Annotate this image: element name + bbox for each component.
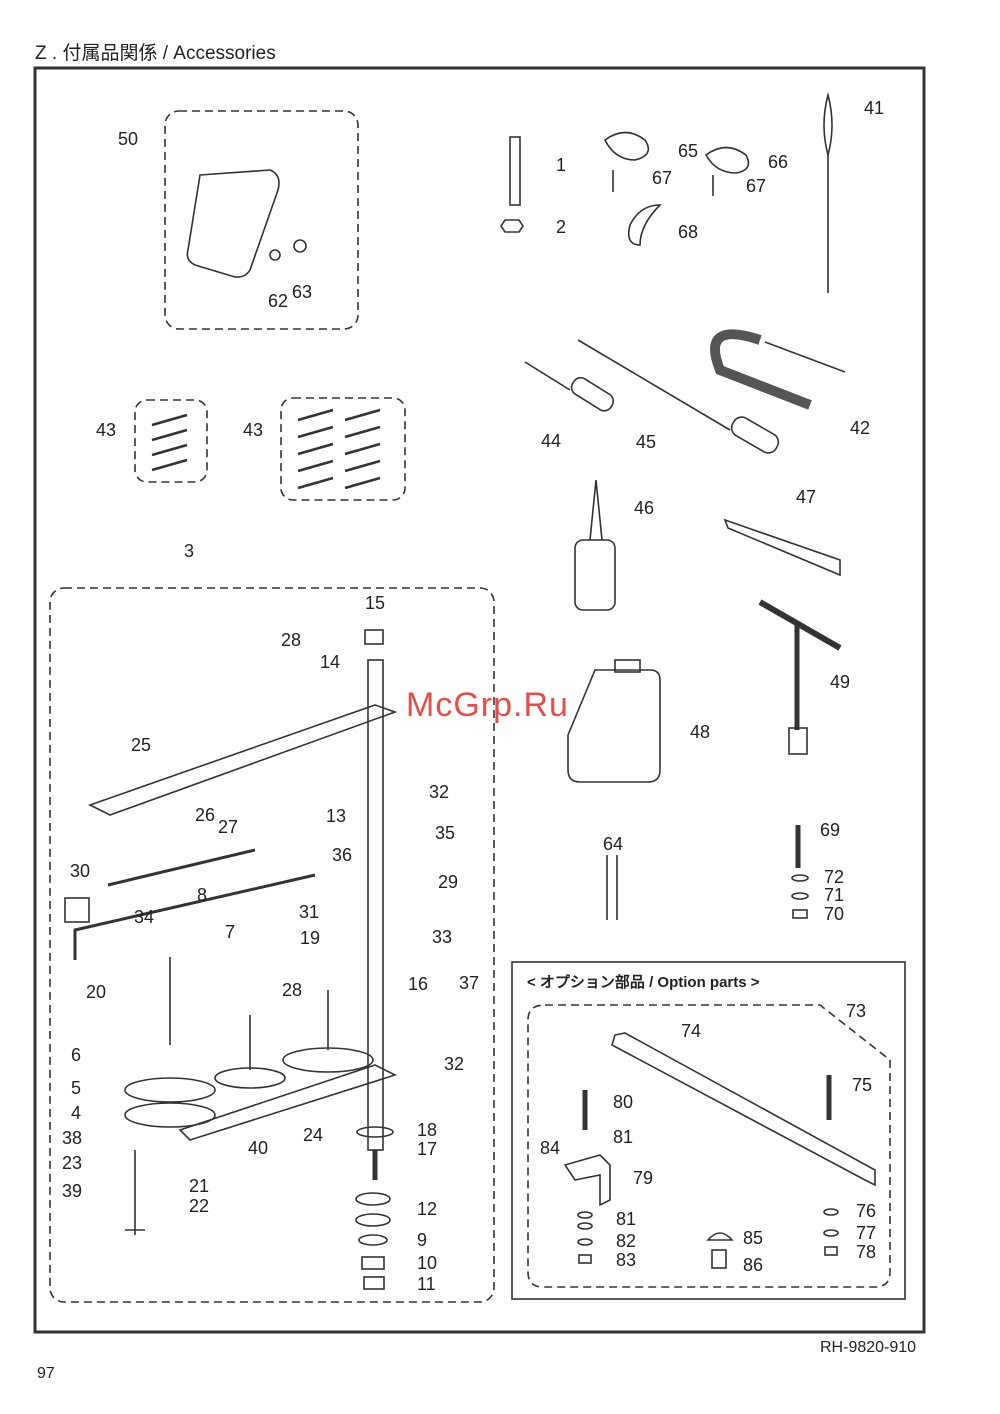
part-callout: 6 xyxy=(71,1045,82,1065)
part-callout: 39 xyxy=(62,1181,83,1201)
part-callout: 3 xyxy=(184,541,195,561)
part-callout: 23 xyxy=(62,1153,83,1173)
part-callout: 76 xyxy=(856,1201,877,1221)
part-callout: 86 xyxy=(743,1255,764,1275)
group-43-small-box xyxy=(134,399,208,483)
option-box xyxy=(511,961,906,1300)
outer-frame xyxy=(33,66,926,1334)
part-callout: 80 xyxy=(613,1092,634,1112)
part-callout: 22 xyxy=(189,1196,210,1216)
part-callout: 41 xyxy=(864,98,885,118)
part-callout: 70 xyxy=(824,904,845,924)
part-callout: 28 xyxy=(282,980,303,1000)
part-callout: 21 xyxy=(189,1176,210,1196)
part-callout: 11 xyxy=(417,1274,436,1294)
part-callout: 4 xyxy=(71,1103,82,1123)
part-callout: 37 xyxy=(459,973,480,993)
part-callout: 9 xyxy=(417,1230,428,1250)
document-code: RH-9820-910 xyxy=(820,1339,917,1356)
part-callout: 31 xyxy=(299,902,320,922)
part-callout: 15 xyxy=(365,593,386,613)
part-callout: 10 xyxy=(417,1253,438,1273)
part-callout: 85 xyxy=(743,1228,764,1248)
part-callout: 44 xyxy=(541,431,562,451)
part-callout: 36 xyxy=(332,845,353,865)
group-50-box xyxy=(164,110,359,330)
group-43-large-box xyxy=(280,397,406,501)
option-parts-title: < オプション部品 / Option parts > xyxy=(527,974,760,991)
part-callout: 19 xyxy=(300,928,321,948)
part-callout: 67 xyxy=(746,176,767,196)
part-callout: 81 xyxy=(613,1127,634,1147)
part-callout: 1 xyxy=(556,155,567,175)
part-callout: 25 xyxy=(131,735,152,755)
part-callout: 63 xyxy=(292,282,313,302)
part-callout: 28 xyxy=(281,630,302,650)
part-callout: 17 xyxy=(417,1139,438,1159)
part-callout: 5 xyxy=(71,1078,82,1098)
part-callout: 33 xyxy=(432,927,453,947)
part-callout: 64 xyxy=(603,834,624,854)
part-callout: 81 xyxy=(616,1209,637,1229)
part-callout: 68 xyxy=(678,222,699,242)
part-callout: 29 xyxy=(438,872,459,892)
part-callout: 69 xyxy=(820,820,841,840)
part-callout: 16 xyxy=(408,974,429,994)
part-callout: 49 xyxy=(830,672,851,692)
part-callout: 43 xyxy=(243,420,264,440)
part-callout: 77 xyxy=(856,1223,877,1243)
part-callout: 18 xyxy=(417,1120,438,1140)
watermark: McGrp.Ru xyxy=(406,686,569,724)
part-callout: 71 xyxy=(824,885,845,905)
part-callout: 8 xyxy=(197,885,208,905)
part-callout: 13 xyxy=(326,806,347,826)
part-callout: 27 xyxy=(218,817,239,837)
cover-part xyxy=(186,169,280,278)
part-callout: 82 xyxy=(616,1231,637,1251)
part-callout: 24 xyxy=(303,1125,324,1145)
part-callout: 46 xyxy=(634,498,655,518)
part-callout: 38 xyxy=(62,1128,83,1148)
part-callout: 47 xyxy=(796,487,817,507)
part-callout: 84 xyxy=(540,1138,561,1158)
page-number: 97 xyxy=(37,1365,55,1382)
part-callout: 30 xyxy=(70,861,91,881)
part-callout: 79 xyxy=(633,1168,654,1188)
part-callout: 48 xyxy=(690,722,711,742)
part-callout: 20 xyxy=(86,982,107,1002)
part-callout: 14 xyxy=(320,652,341,672)
part-callout: 34 xyxy=(134,907,155,927)
part-callout: 78 xyxy=(856,1242,877,1262)
part-callout: 62 xyxy=(268,291,289,311)
part-callout: 40 xyxy=(248,1138,269,1158)
part-callout: 45 xyxy=(636,432,657,452)
page-title: Z . 付属品関係 / Accessories xyxy=(35,43,276,64)
part-callout: 73 xyxy=(846,1001,867,1021)
part-callout: 65 xyxy=(678,141,699,161)
part-callout: 32 xyxy=(444,1054,465,1074)
part-callout: 26 xyxy=(195,805,216,825)
part-callout: 83 xyxy=(616,1250,637,1270)
part-callout: 50 xyxy=(118,129,139,149)
part-callout: 35 xyxy=(435,823,456,843)
part-callout: 74 xyxy=(681,1021,702,1041)
pole xyxy=(367,659,384,1151)
part-callout: 72 xyxy=(824,867,845,887)
group-3-box xyxy=(49,587,495,1303)
part-callout: 2 xyxy=(556,217,567,237)
part-callout: 67 xyxy=(652,168,673,188)
group-73-box xyxy=(527,1004,891,1288)
part-callout: 12 xyxy=(417,1199,438,1219)
part-callout: 75 xyxy=(852,1075,873,1095)
part-callout: 43 xyxy=(96,420,117,440)
part-callout: 42 xyxy=(850,418,871,438)
part-callout: 32 xyxy=(429,782,450,802)
part-callout: 7 xyxy=(225,922,236,942)
part-callout: 66 xyxy=(768,152,789,172)
